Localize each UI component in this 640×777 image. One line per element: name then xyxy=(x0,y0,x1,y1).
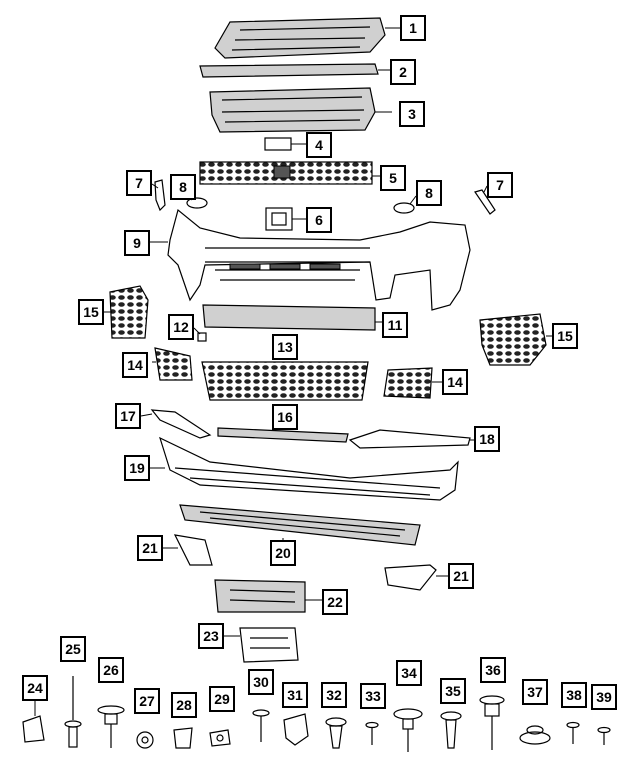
callout-39: 39 xyxy=(591,684,617,710)
part-31-retainer xyxy=(283,713,309,746)
callout-26: 26 xyxy=(98,657,124,683)
part-14-right-grille xyxy=(383,367,442,399)
part-32-push-pin xyxy=(325,717,347,749)
callout-15-left: 15 xyxy=(78,299,104,325)
callout-6: 6 xyxy=(306,207,332,233)
callout-25: 25 xyxy=(60,636,86,662)
part-24-clip xyxy=(22,700,45,743)
callout-27: 27 xyxy=(134,688,160,714)
callout-8-left: 8 xyxy=(170,174,196,200)
part-5-upper-grille xyxy=(199,161,380,185)
callout-14-left: 14 xyxy=(122,352,148,378)
part-25-rivet xyxy=(64,676,82,748)
callout-32: 32 xyxy=(321,682,347,708)
part-27-nut xyxy=(136,731,154,749)
part-8-right-cap xyxy=(393,195,417,214)
callout-21-left: 21 xyxy=(137,535,163,561)
callout-8-right: 8 xyxy=(416,180,442,206)
fasteners-row xyxy=(22,676,611,752)
callout-28: 28 xyxy=(171,692,197,718)
part-37-nut xyxy=(519,725,551,745)
callout-7-left: 7 xyxy=(126,170,152,196)
callout-38: 38 xyxy=(561,682,587,708)
callout-34: 34 xyxy=(396,660,422,686)
callout-1: 1 xyxy=(400,15,426,41)
part-29-nut xyxy=(209,729,231,747)
part-9-front-fascia xyxy=(150,208,471,311)
part-4-bracket xyxy=(264,137,306,151)
part-38-screw xyxy=(566,721,580,744)
part-14-left-grille xyxy=(152,347,193,381)
callout-20: 20 xyxy=(270,540,296,566)
part-19-lower-fascia xyxy=(150,436,459,501)
part-15-left-fog-bezel xyxy=(104,285,149,339)
part-21-left-end-cap xyxy=(163,534,213,566)
part-7-right-bracket xyxy=(474,185,496,215)
part-26-bolt xyxy=(97,705,125,748)
part-18-right-trim xyxy=(348,429,474,449)
callout-17: 17 xyxy=(115,403,141,429)
part-20-energy-absorber xyxy=(179,504,421,546)
part-1-upper-cover xyxy=(214,17,400,59)
part-30-screw xyxy=(252,709,270,742)
part-36-bolt xyxy=(479,695,505,750)
callout-30: 30 xyxy=(248,669,274,695)
callout-15-right: 15 xyxy=(552,323,578,349)
callout-11: 11 xyxy=(382,312,408,338)
part-11-molding xyxy=(202,304,382,331)
callout-21-right: 21 xyxy=(448,563,474,589)
callout-16: 16 xyxy=(272,404,298,430)
callout-12: 12 xyxy=(168,314,194,340)
callout-33: 33 xyxy=(360,683,386,709)
callout-35: 35 xyxy=(440,678,466,704)
callout-3: 3 xyxy=(399,101,425,127)
part-35-push-pin xyxy=(440,711,462,749)
callout-36: 36 xyxy=(480,657,506,683)
callout-7-right: 7 xyxy=(487,172,513,198)
part-22-license-bracket xyxy=(214,579,322,613)
callout-5: 5 xyxy=(380,165,406,191)
callout-2: 2 xyxy=(390,59,416,85)
part-7-left-bracket xyxy=(151,179,166,212)
part-17-left-trim xyxy=(140,409,212,439)
callout-24: 24 xyxy=(22,675,48,701)
callout-14-right: 14 xyxy=(442,369,468,395)
part-28-clip xyxy=(173,727,193,749)
part-15-right-fog-bezel xyxy=(479,313,552,366)
callout-37: 37 xyxy=(522,679,548,705)
callout-19: 19 xyxy=(124,455,150,481)
callout-9: 9 xyxy=(124,230,150,256)
part-39-screw xyxy=(597,726,611,745)
callout-18: 18 xyxy=(474,426,500,452)
part-33-screw xyxy=(365,721,379,745)
callout-23: 23 xyxy=(198,623,224,649)
part-2-upper-reinforcement xyxy=(199,63,392,78)
part-23-license-plate-mount xyxy=(224,627,299,663)
callout-31: 31 xyxy=(282,682,308,708)
part-6-sensor-bracket xyxy=(265,207,306,231)
part-21-right-end-cap xyxy=(384,564,448,591)
callout-29: 29 xyxy=(209,686,235,712)
callout-4: 4 xyxy=(306,132,332,158)
part-34-bolt xyxy=(393,708,423,752)
part-12-clip xyxy=(193,327,207,342)
callout-13: 13 xyxy=(272,334,298,360)
part-3-bumper-beam xyxy=(209,87,392,133)
callout-22: 22 xyxy=(322,589,348,615)
